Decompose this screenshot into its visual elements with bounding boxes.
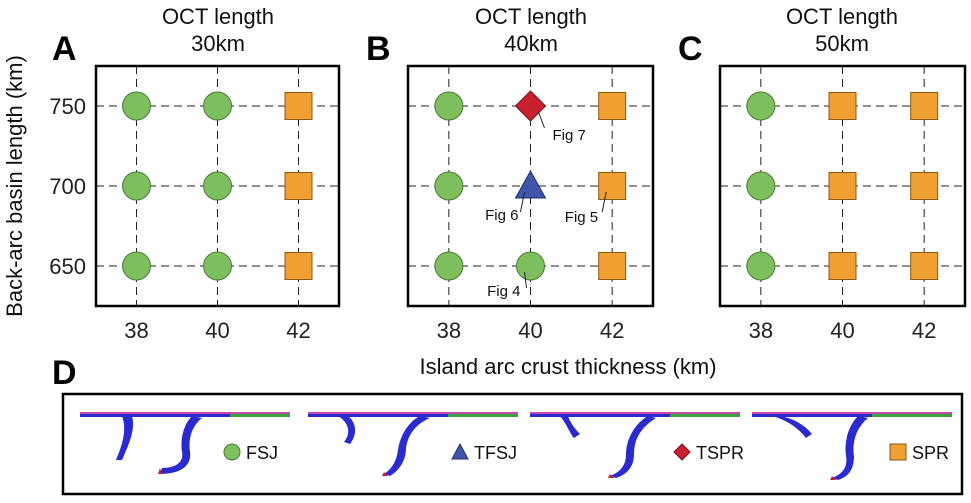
panel-a-point-fsj-38-700 — [122, 171, 151, 201]
x-axis-label: Island arc crust thickness (km) — [419, 354, 716, 379]
panel-a-subtitle: 30km — [191, 31, 245, 56]
panel-b-annotation-leader — [538, 111, 545, 129]
panel-b-point-fsj-38-700 — [434, 171, 464, 201]
panel-b-annotation-label: Fig 7 — [553, 127, 586, 144]
legend-item-tspr: TSPR — [673, 443, 744, 463]
panel-a-title: OCT length — [162, 4, 274, 29]
panel-b-subtitle: 40km — [504, 31, 558, 56]
panel-b-marks: Fig 7 Fig 6 Fig 5 Fig 4 — [434, 90, 627, 300]
panel-c-point-fsj-38-650 — [746, 251, 776, 281]
panel-c-marks — [746, 91, 939, 281]
panel-b-letter: B — [366, 30, 391, 68]
model-snapshot-spr — [752, 412, 952, 480]
panel-b-point-spr-42-650 — [598, 252, 627, 280]
panel-c-point-fsj-38-750 — [746, 91, 776, 121]
panel-d-frame — [61, 392, 964, 496]
panel-a-point-fsj-38-650 — [122, 251, 151, 281]
panel-b-point-fsj-38-650 — [434, 251, 464, 281]
panel-c-point-spr-40-650 — [828, 252, 857, 280]
panel-b-point-spr-42-700 — [598, 172, 627, 200]
panel-c-x-tick-40: 40 — [830, 318, 854, 343]
model-snapshot-fsj — [80, 412, 290, 474]
y-tick-750: 750 — [49, 94, 86, 119]
legend-marker-tspr — [673, 443, 691, 461]
panel-c-point-fsj-38-700 — [746, 171, 776, 201]
legend-label-tfsj: TFSJ — [474, 443, 517, 463]
panel-b-x-tick-38: 38 — [437, 318, 461, 343]
panel-a-point-spr-42-750 — [284, 92, 313, 120]
panel-a-x-tick-38: 38 — [124, 318, 148, 343]
panel-b-point-spr-42-750 — [598, 92, 627, 120]
panel-b-point-tspr-40-750 — [514, 90, 547, 122]
panel-c-x-tick-42: 42 — [912, 318, 936, 343]
panel-c-title: OCT length — [786, 4, 898, 29]
panel-b-point-fsj-40-650 — [516, 251, 545, 281]
panel-b-x-tick-40: 40 — [518, 318, 542, 343]
panel-b-annotation-leader — [520, 191, 525, 213]
legend-item-tfsj: TFSJ — [451, 442, 517, 463]
model-snapshot-tfsj — [308, 412, 518, 476]
panel-b-point-tfsj-40-700 — [514, 169, 547, 199]
legend: FSJ TFSJ TSPR SPR — [223, 442, 949, 463]
legend-item-spr: SPR — [889, 443, 949, 463]
panel-b-annotation-leader — [524, 271, 527, 289]
legend-label-spr: SPR — [912, 443, 949, 463]
panel-a-letter: A — [52, 30, 77, 68]
panel-a-point-fsj-40-700 — [203, 171, 232, 201]
panel-b-annotation-leader — [601, 191, 607, 213]
legend-label-tspr: TSPR — [696, 443, 744, 463]
panel-b-annotation-label: Fig 6 — [485, 207, 518, 224]
legend-label-fsj: FSJ — [246, 443, 278, 463]
x-tick-labels: 38 40 42 38 40 42 38 40 42 — [124, 318, 936, 343]
panel-c-point-spr-42-650 — [910, 252, 939, 280]
model-snapshot-tspr — [530, 412, 740, 478]
panel-a-point-fsj-40-650 — [203, 251, 232, 281]
y-tick-650: 650 — [49, 254, 86, 279]
panel-a-point-spr-42-650 — [284, 252, 313, 280]
panel-d-letter: D — [52, 354, 77, 392]
panel-c-letter: C — [678, 30, 703, 68]
panel-c-point-spr-40-700 — [828, 172, 857, 200]
panel-b-annotation-label: Fig 5 — [565, 209, 598, 226]
y-tick-700: 700 — [49, 174, 86, 199]
panel-a-point-fsj-38-750 — [122, 91, 151, 121]
panel-a-marks — [122, 91, 313, 281]
y-tick-labels: 650 700 750 — [49, 94, 86, 279]
y-axis-label: Back-arc basin length (km) — [2, 55, 27, 317]
panel-b-title: OCT length — [475, 4, 587, 29]
panel-b-x-tick-42: 42 — [600, 318, 624, 343]
panel-a-point-spr-42-700 — [284, 172, 313, 200]
panel-b-point-fsj-38-750 — [434, 91, 464, 121]
panel-a-x-tick-40: 40 — [205, 318, 229, 343]
panel-c-point-spr-42-750 — [910, 92, 939, 120]
panel-a-x-tick-42: 42 — [286, 318, 310, 343]
panel-c-x-tick-38: 38 — [749, 318, 773, 343]
panel-c-subtitle: 50km — [815, 31, 869, 56]
panel-b: B OCT length 40km Fig 7 Fig 6 Fig 5 Fig 4 — [366, 4, 655, 308]
panel-c-point-spr-40-750 — [828, 92, 857, 120]
panel-a: A OCT length 30km — [52, 4, 341, 308]
panel-b-annotation-label: Fig 4 — [487, 283, 520, 300]
panel-c-point-spr-42-700 — [910, 172, 939, 200]
panel-a-point-fsj-40-750 — [203, 91, 232, 121]
legend-item-fsj: FSJ — [223, 443, 278, 463]
legend-marker-fsj — [223, 443, 241, 461]
legend-marker-tfsj — [451, 442, 469, 460]
legend-marker-spr — [889, 443, 907, 461]
panel-c: C OCT length 50km — [678, 4, 967, 308]
